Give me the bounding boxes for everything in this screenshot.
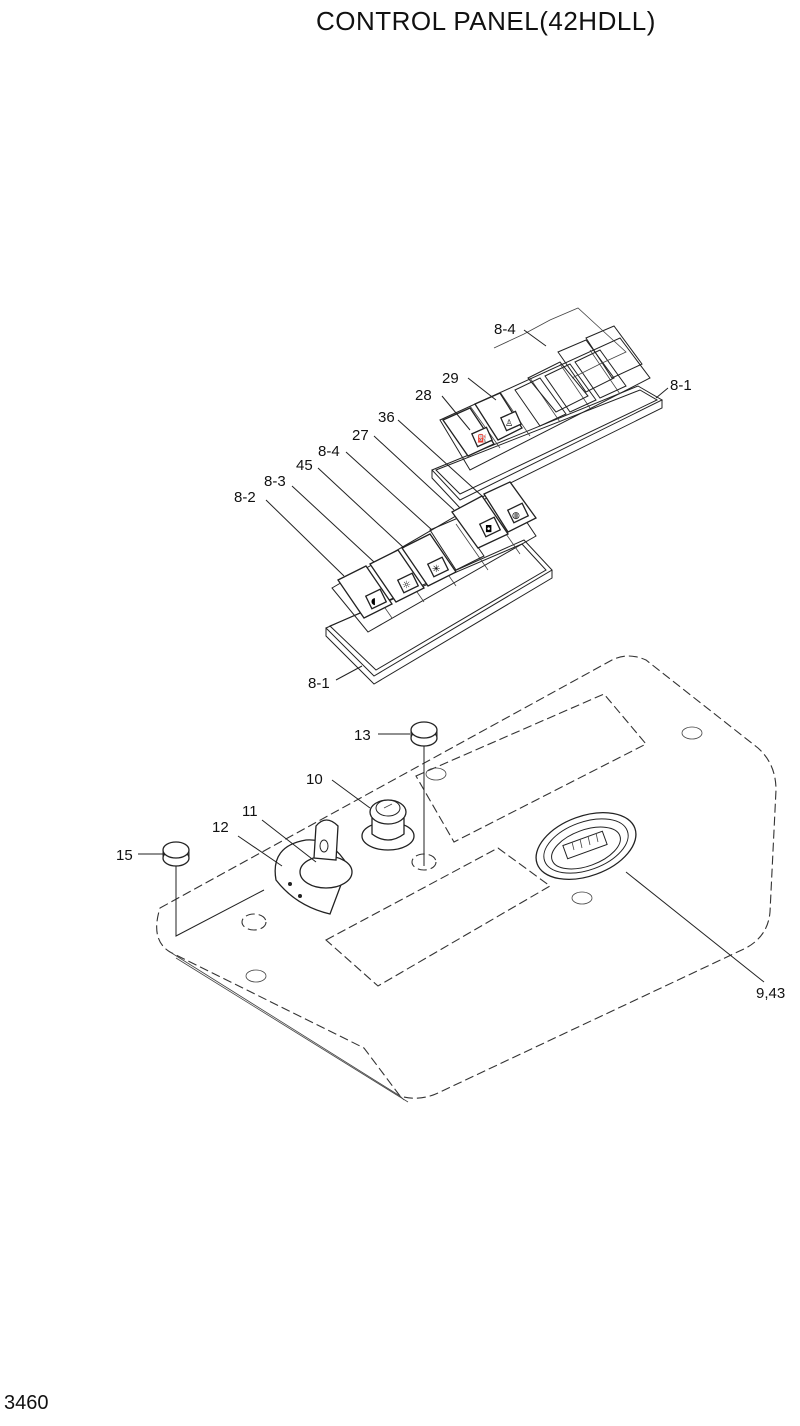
console-body bbox=[156, 655, 777, 1103]
lower-switch-panel: ◖ ☼ ✳ ◘ ◍ bbox=[325, 481, 553, 685]
switch-36: ◍ bbox=[483, 481, 537, 533]
work-light-icon: ◖ bbox=[371, 597, 376, 607]
callout-12: 12 bbox=[212, 819, 229, 836]
seat-icon: ♙ bbox=[505, 419, 513, 429]
callout-8-3: 8-3 bbox=[264, 473, 286, 490]
washer-icon: ◍ bbox=[512, 511, 520, 521]
key-switch-assembly bbox=[274, 799, 415, 915]
upper-switch-panel: ⛽ ♙ bbox=[431, 307, 664, 509]
hour-meter-display bbox=[535, 812, 637, 880]
page-title: CONTROL PANEL(42HDLL) bbox=[316, 6, 656, 36]
callout-36: 36 bbox=[378, 409, 395, 426]
plug-15 bbox=[162, 841, 190, 867]
switch-28: ⛽ bbox=[442, 407, 495, 457]
snowflake-icon: ✳ bbox=[432, 564, 440, 575]
switch-29: ♙ bbox=[474, 392, 523, 441]
switch-27: ◘ bbox=[451, 495, 509, 549]
callout-28: 28 bbox=[415, 387, 432, 404]
callout-8-4-top: 8-4 bbox=[494, 321, 516, 338]
callout-labels: 8-4 29 28 8-1 36 27 8-4 45 8-3 8-2 8-1 1… bbox=[116, 321, 785, 1002]
callout-45: 45 bbox=[296, 457, 313, 474]
switch-45: ✳ bbox=[401, 533, 457, 587]
callout-27: 27 bbox=[352, 427, 369, 444]
switch-8-3: ☼ bbox=[369, 549, 425, 603]
callout-8-2: 8-2 bbox=[234, 489, 256, 506]
callout-8-4-mid: 8-4 bbox=[318, 443, 340, 460]
callout-13: 13 bbox=[354, 727, 371, 744]
leader-lines bbox=[138, 329, 765, 983]
plug-13 bbox=[410, 721, 438, 747]
callout-11: 11 bbox=[242, 803, 258, 820]
callout-15: 15 bbox=[116, 847, 133, 864]
callout-8-1-right: 8-1 bbox=[670, 377, 692, 394]
wiper-icon: ◘ bbox=[485, 525, 492, 535]
callout-9-43: 9,43 bbox=[756, 985, 785, 1002]
fuel-gauge-icon: ⛽ bbox=[477, 433, 487, 443]
sun-light-icon: ☼ bbox=[402, 580, 411, 591]
switch-8-2: ◖ bbox=[337, 565, 393, 619]
callout-10: 10 bbox=[306, 771, 323, 788]
page-number: 3460 bbox=[4, 1392, 49, 1414]
callout-8-1-bottom: 8-1 bbox=[308, 675, 330, 692]
callout-29: 29 bbox=[442, 370, 459, 387]
